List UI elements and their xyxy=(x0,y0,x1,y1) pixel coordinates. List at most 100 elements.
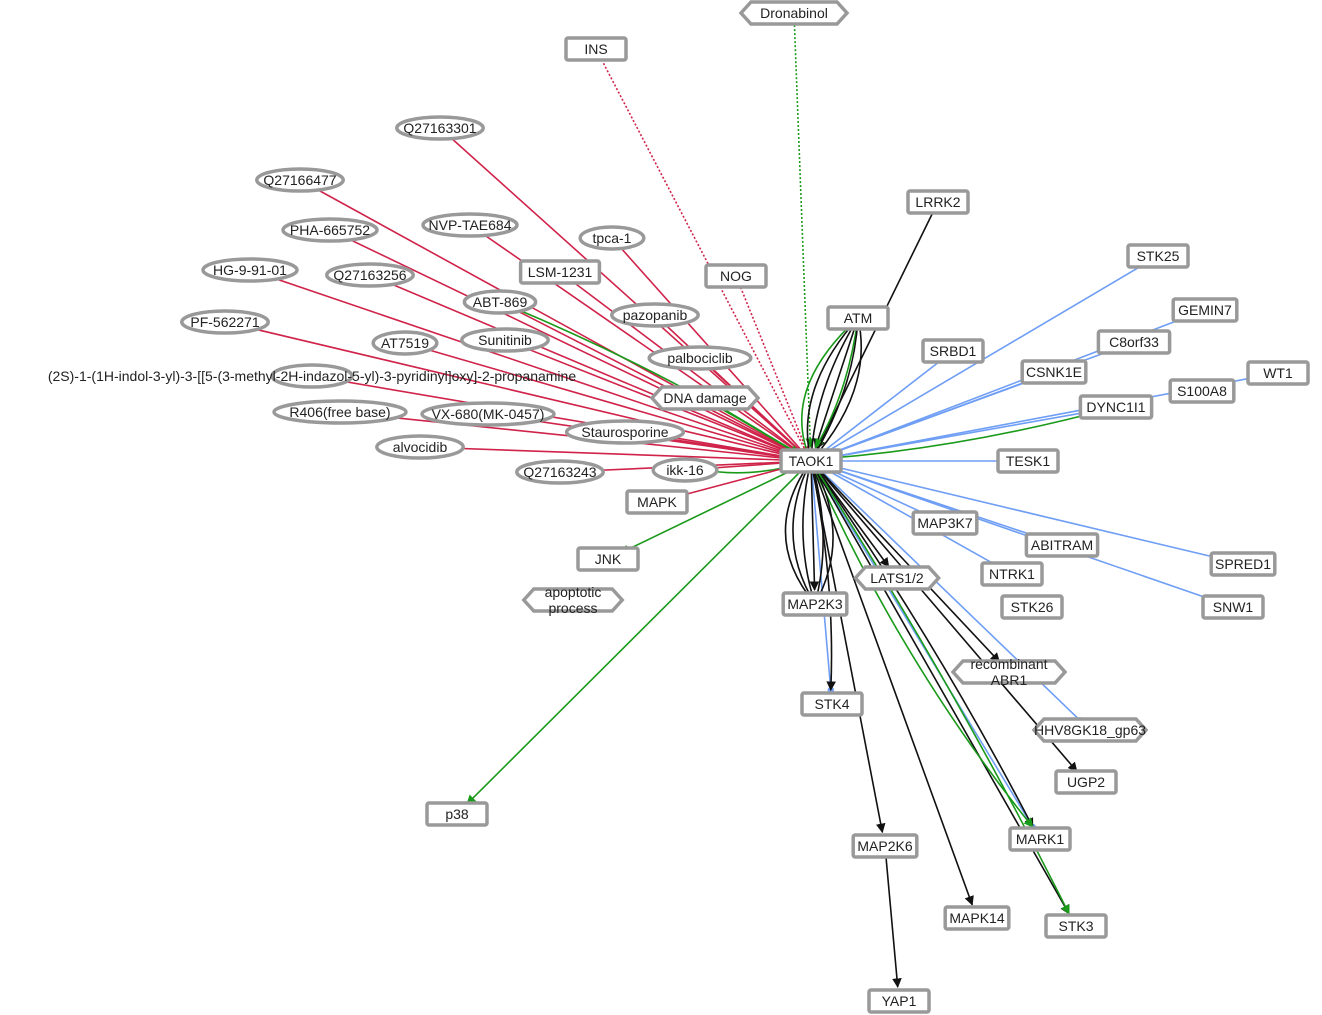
node-nvp-tae684[interactable]: NVP-TAE684 xyxy=(421,212,519,238)
node-pf-562271[interactable]: PF-562271 xyxy=(180,309,270,335)
node-label: INS xyxy=(584,41,607,57)
node-label: alvocidib xyxy=(393,439,448,455)
node-hg-9-91-01[interactable]: HG-9-91-01 xyxy=(201,257,299,283)
rect-shape xyxy=(921,338,985,364)
node-map2k3[interactable]: MAP2K3 xyxy=(781,591,849,617)
node-label: LSM-1231 xyxy=(528,264,593,280)
edge-at7519-to-taok1 xyxy=(404,342,800,462)
node-label: SNW1 xyxy=(1213,599,1254,615)
ellipse-shape xyxy=(647,345,753,371)
node-stk25[interactable]: STK25 xyxy=(1126,243,1190,269)
rect-shape xyxy=(800,691,864,717)
node-tesk1[interactable]: TESK1 xyxy=(996,448,1060,474)
node-sunitinib[interactable]: Sunitinib xyxy=(460,327,550,353)
node-ikk-16[interactable]: ikk-16 xyxy=(651,457,719,483)
rect-shape xyxy=(425,801,489,827)
rect-shape xyxy=(1209,551,1277,577)
node-at7519[interactable]: AT7519 xyxy=(371,330,439,356)
node-label: HHV8GK18_gp63 xyxy=(1034,722,1146,738)
node-stk4[interactable]: STK4 xyxy=(800,691,864,717)
rect-shape xyxy=(911,510,979,536)
node-lrrk2[interactable]: LRRK2 xyxy=(906,189,970,215)
node-dronabinol[interactable]: Dronabinol xyxy=(738,0,850,26)
node-snw1[interactable]: SNW1 xyxy=(1201,594,1265,620)
node-q27163256[interactable]: Q27163256 xyxy=(325,262,415,288)
node-map3k7[interactable]: MAP3K7 xyxy=(911,510,979,536)
node-lsm-1231[interactable]: LSM-1231 xyxy=(518,259,602,285)
node-q27166477[interactable]: Q27166477 xyxy=(255,167,345,193)
node-vx-680-mk-0457[interactable]: VX-680(MK-0457) xyxy=(420,401,556,427)
node-taok1[interactable]: TAOK1 xyxy=(779,448,843,474)
node-ntrk1[interactable]: NTRK1 xyxy=(980,561,1044,587)
node-label: MAPK xyxy=(637,494,677,510)
edge-q27163256-to-taok1 xyxy=(369,274,801,460)
node-nog[interactable]: NOG xyxy=(704,263,768,289)
node-p38[interactable]: p38 xyxy=(425,801,489,827)
node-abt-869[interactable]: ABT-869 xyxy=(462,289,538,315)
node-label: ATM xyxy=(844,310,873,326)
ellipse-shape xyxy=(272,399,408,425)
node-label: Q27166477 xyxy=(263,172,336,188)
node-palbociclib[interactable]: palbociclib xyxy=(647,345,753,371)
node-wt1[interactable]: WT1 xyxy=(1246,360,1310,386)
node-label: LATS1/2 xyxy=(870,570,924,586)
edge-longdrug-to-taok1 xyxy=(311,375,799,463)
node-mapk[interactable]: MAPK xyxy=(625,489,689,515)
node-label: R406(free base) xyxy=(289,404,390,420)
node-label: palbociclib xyxy=(667,350,733,366)
node-label: Q27163301 xyxy=(403,120,476,136)
rect-shape xyxy=(851,833,919,859)
node-map2k6[interactable]: MAP2K6 xyxy=(851,833,919,859)
node-lats1-2[interactable]: LATS1/2 xyxy=(853,565,941,591)
node-hhv8gk18-gp63[interactable]: HHV8GK18_gp63 xyxy=(1031,717,1149,743)
node-yap1[interactable]: YAP1 xyxy=(867,988,931,1014)
node-gemin7[interactable]: GEMIN7 xyxy=(1171,297,1239,323)
node-label: MAP2K6 xyxy=(857,838,912,854)
node-dna-damage[interactable]: DNA damage xyxy=(649,385,761,411)
ellipse-shape xyxy=(201,257,299,283)
node-label: MAP2K3 xyxy=(787,596,842,612)
node-c8orf33[interactable]: C8orf33 xyxy=(1096,329,1172,355)
node-tpca-1[interactable]: tpca-1 xyxy=(578,225,646,251)
node-spred1[interactable]: SPRED1 xyxy=(1209,551,1277,577)
hex-shape xyxy=(649,385,761,411)
node-atm[interactable]: ATM xyxy=(826,305,890,331)
node-srbd1[interactable]: SRBD1 xyxy=(921,338,985,364)
node-2s-1-1h-indol-3-yl-3-5-3-methyl-2h-indazol-5-yl-3-pyridinyl-oxy-2-propanamine[interactable]: (2S)-1-(1H-indol-3-yl)-3-[[5-(3-methyl-2… xyxy=(48,363,576,389)
edge-dronabinol-to-taok1 xyxy=(793,12,815,448)
node-label: STK26 xyxy=(1011,599,1054,615)
edge-map2k3-bundle xyxy=(810,460,834,605)
node-dync1i1[interactable]: DYNC1I1 xyxy=(1078,394,1154,420)
node-r406-free-base[interactable]: R406(free base) xyxy=(272,399,408,425)
node-q27163243[interactable]: Q27163243 xyxy=(515,459,605,485)
node-s100a8[interactable]: S100A8 xyxy=(1168,378,1236,404)
node-staurosporine[interactable]: Staurosporine xyxy=(564,419,686,445)
ellipse-shape xyxy=(180,309,270,335)
node-label: STK3 xyxy=(1058,918,1093,934)
node-stk26[interactable]: STK26 xyxy=(1000,594,1064,620)
rect-shape xyxy=(996,448,1060,474)
rect-shape xyxy=(1096,329,1172,355)
node-stk3[interactable]: STK3 xyxy=(1044,913,1108,939)
node-pazopanib[interactable]: pazopanib xyxy=(610,302,700,328)
node-abitram[interactable]: ABITRAM xyxy=(1024,532,1100,558)
hex-shape xyxy=(1031,717,1149,743)
node-mapk14[interactable]: MAPK14 xyxy=(943,905,1011,931)
ellipse-shape xyxy=(420,401,556,427)
node-csnk1e[interactable]: CSNK1E xyxy=(1020,359,1088,385)
node-alvocidib[interactable]: alvocidib xyxy=(375,434,465,460)
node-label: LRRK2 xyxy=(915,194,960,210)
node-jnk[interactable]: JNK xyxy=(576,546,640,572)
node-label: PHA-665752 xyxy=(290,222,370,238)
rect-shape xyxy=(1171,297,1239,323)
node-pha-665752[interactable]: PHA-665752 xyxy=(281,217,379,243)
hex-shape xyxy=(738,0,850,26)
node-q27163301[interactable]: Q27163301 xyxy=(395,115,485,141)
node-ugp2[interactable]: UGP2 xyxy=(1054,769,1118,795)
node-label: STK25 xyxy=(1137,248,1180,264)
node-mark1[interactable]: MARK1 xyxy=(1008,826,1072,852)
node-ins[interactable]: INS xyxy=(564,36,628,62)
ellipse-shape xyxy=(564,419,686,445)
